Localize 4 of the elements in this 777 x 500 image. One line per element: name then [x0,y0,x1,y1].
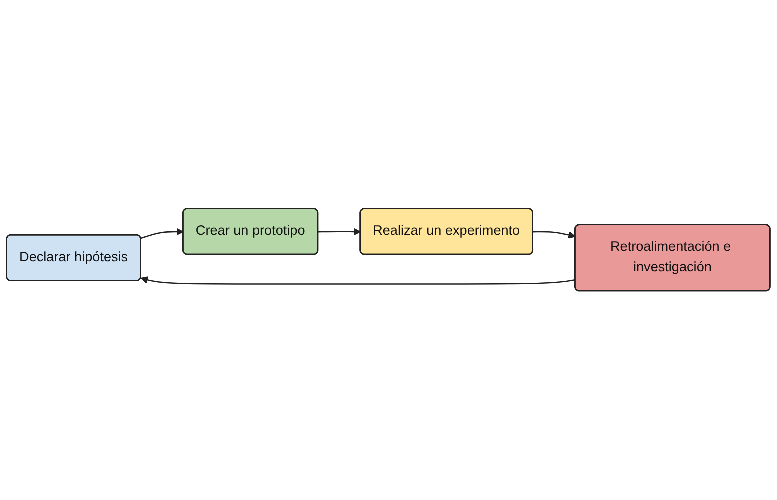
arrow [140,228,184,240]
arrow [140,276,576,285]
arrow [318,228,362,236]
arrow [533,231,576,239]
